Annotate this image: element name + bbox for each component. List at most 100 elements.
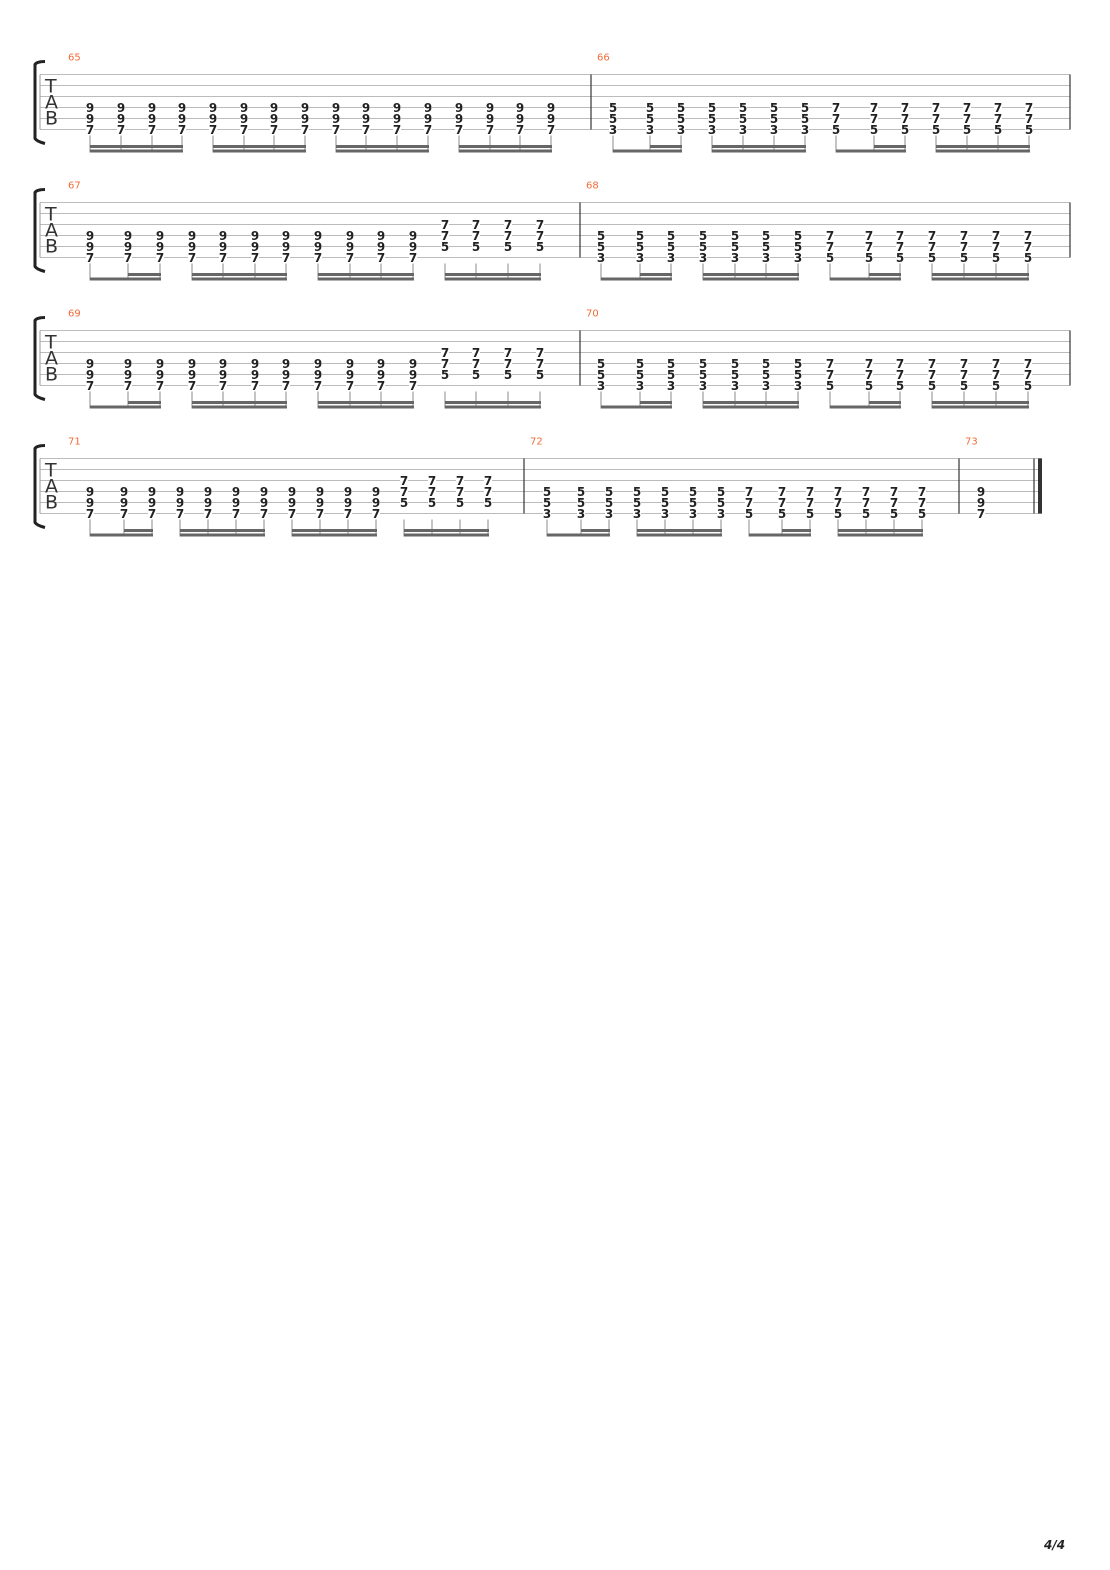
fret-number: 9 [316, 485, 324, 499]
fret-bg [314, 369, 322, 380]
fret-bg [486, 102, 494, 113]
fret-number: 5 [994, 123, 1002, 137]
fret-number: 7 [834, 496, 842, 510]
fret-bg [699, 230, 707, 241]
fret-bg [393, 102, 401, 113]
fret-number: 9 [547, 112, 555, 126]
fret-bg [543, 508, 551, 519]
fret-bg [826, 230, 834, 241]
fret-bg [117, 124, 125, 135]
fret-number: 5 [928, 379, 936, 393]
fret-number: 5 [504, 240, 512, 254]
fret-bg [992, 252, 1000, 263]
fret-bg [156, 230, 164, 241]
fret-bg [188, 230, 196, 241]
fret-number: 5 [896, 251, 904, 265]
fret-number: 7 [977, 507, 985, 521]
primary-beam [336, 149, 429, 153]
fret-bg [428, 497, 436, 508]
primary-beam [637, 533, 722, 537]
fret-number: 7 [377, 379, 385, 393]
fret-bg [597, 369, 605, 380]
fret-bg [484, 486, 492, 497]
fret-number: 3 [646, 123, 654, 137]
fret-number: 5 [801, 112, 809, 126]
secondary-beam [90, 145, 183, 148]
fret-bg [1025, 102, 1033, 113]
fret-bg [536, 347, 544, 358]
fret-number: 9 [86, 496, 94, 510]
fret-bg [178, 102, 186, 113]
fret-number: 7 [536, 229, 544, 243]
fret-bg [597, 230, 605, 241]
fret-bg [739, 102, 747, 113]
fret-number: 5 [543, 496, 551, 510]
fret-number: 7 [124, 251, 132, 265]
fret-bg [826, 369, 834, 380]
fret-bg [148, 497, 156, 508]
fret-bg [504, 230, 512, 241]
fret-number: 9 [516, 112, 524, 126]
fret-bg [377, 380, 385, 391]
fret-number: 9 [282, 240, 290, 254]
primary-beam [318, 277, 414, 281]
fret-number: 5 [992, 379, 1000, 393]
fret-bg [605, 486, 613, 497]
primary-beam [445, 405, 541, 409]
fret-number: 9 [455, 101, 463, 115]
fret-bg [932, 102, 940, 113]
fret-number: 7 [963, 112, 971, 126]
fret-bg [994, 113, 1002, 124]
fret-number: 5 [770, 101, 778, 115]
fret-number: 5 [543, 485, 551, 499]
fret-bg [646, 102, 654, 113]
fret-number: 7 [428, 485, 436, 499]
fret-number: 5 [708, 112, 716, 126]
fret-bg [344, 486, 352, 497]
fret-number: 3 [597, 251, 605, 265]
fret-number: 9 [393, 101, 401, 115]
fret-number: 9 [260, 496, 268, 510]
fret-number: 9 [344, 485, 352, 499]
fret-number: 9 [516, 101, 524, 115]
fret-bg [270, 102, 278, 113]
fret-bg [346, 380, 354, 391]
fret-bg [424, 113, 432, 124]
fret-number: 7 [918, 485, 926, 499]
fret-number: 9 [251, 240, 259, 254]
fret-bg [890, 497, 898, 508]
fret-bg [717, 497, 725, 508]
fret-bg [536, 230, 544, 241]
fret-number: 7 [251, 251, 259, 265]
fret-bg [484, 497, 492, 508]
fret-bg [826, 252, 834, 263]
fret-number: 5 [739, 112, 747, 126]
fret-bg [251, 241, 259, 252]
fret-number: 7 [832, 101, 840, 115]
fret-bg [456, 475, 464, 486]
secondary-beam [581, 529, 610, 532]
fret-bg [178, 113, 186, 124]
fret-bg [731, 241, 739, 252]
fret-bg [994, 124, 1002, 135]
fret-bg [806, 486, 814, 497]
fret-bg [400, 475, 408, 486]
fret-bg [667, 230, 675, 241]
fret-bg [472, 369, 480, 380]
fret-bg [86, 113, 94, 124]
fret-number: 7 [516, 123, 524, 137]
fret-number: 7 [124, 379, 132, 393]
secondary-beam [318, 273, 414, 276]
fret-number: 9 [120, 485, 128, 499]
tab-clef-letter: A [45, 92, 58, 114]
fret-number: 3 [801, 123, 809, 137]
fret-bg [516, 102, 524, 113]
fret-bg [409, 230, 417, 241]
fret-bg [148, 102, 156, 113]
fret-bg [441, 358, 449, 369]
system-bracket [33, 444, 46, 529]
fret-number: 9 [301, 101, 309, 115]
fret-number: 5 [428, 496, 436, 510]
fret-bg [677, 102, 685, 113]
fret-number: 9 [377, 357, 385, 371]
